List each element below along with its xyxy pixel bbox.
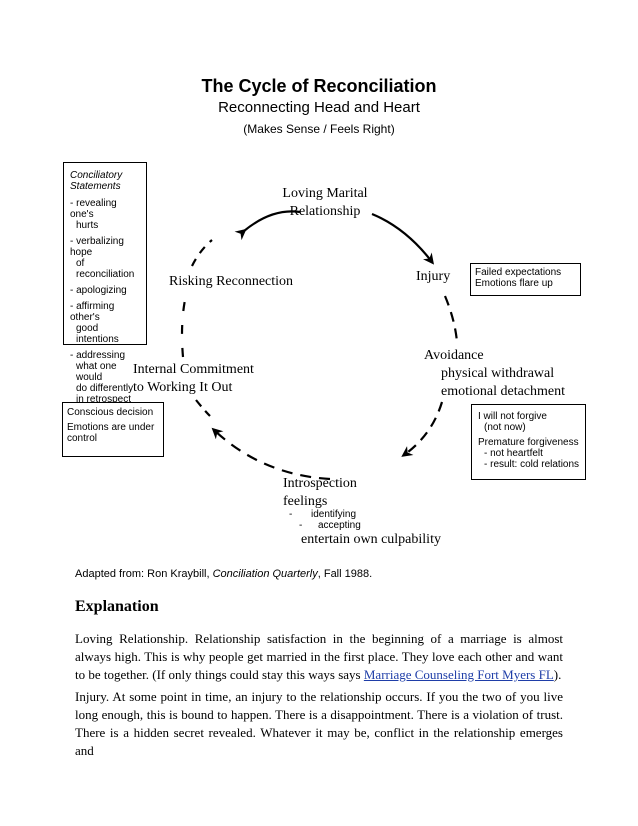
forgive-box-line: Premature forgiveness: [478, 437, 579, 448]
conscious-decision-box: Conscious decision Emotions are under co…: [62, 402, 164, 457]
stage-injury: Injury: [416, 269, 451, 284]
explanation-heading: Explanation: [75, 598, 159, 615]
attribution: Adapted from: Ron Kraybill, Conciliation…: [75, 568, 373, 580]
introspection-item: -accepting: [299, 520, 361, 531]
conciliatory-list: - revealing one's hurts - verbalizing ho…: [70, 198, 142, 405]
page-title: The Cycle of Reconciliation: [201, 76, 437, 96]
arrow-risking-upper: [191, 239, 213, 267]
stage-introspection: Introspection feelings: [283, 475, 357, 511]
arrow-internal-to-risking: [180, 294, 188, 358]
injury-box: Failed expectations Emotions flare up: [470, 263, 581, 296]
arrow-risking-to-loving: [234, 210, 301, 241]
conscious-box-line: Conscious decision: [67, 407, 154, 418]
forgiveness-box: I will not forgive (not now) Premature f…: [471, 404, 586, 480]
internal-line: to Working It Out: [133, 380, 233, 395]
conciliatory-item: - affirming other's good intentions: [70, 301, 119, 345]
stage-avoidance-title: Avoidance: [424, 348, 484, 363]
page-subtitle: Reconnecting Head and Heart: [218, 99, 420, 116]
introspection-list: -identifying -accepting: [289, 509, 361, 531]
injury-box-line: Failed expectations: [475, 267, 562, 278]
forgive-box-line: - not heartfelt: [484, 448, 543, 459]
page-subtitle-note: (Makes Sense / Feels Right): [243, 122, 395, 136]
arrow-avoidance-to-introspection: [401, 401, 444, 457]
conciliatory-item: - addressing what one would do different…: [70, 350, 134, 405]
stage-risking-reconnection: Risking Reconnection: [169, 274, 294, 289]
introspection-item: -identifying: [289, 509, 357, 520]
forgive-box-line: - result: cold relations: [484, 459, 580, 470]
conciliatory-heading: Conciliatory Statements: [70, 170, 123, 192]
arrow-loving-to-injury: [371, 212, 435, 265]
injury-box-line: Emotions flare up: [475, 278, 553, 289]
conciliatory-statements-box: Conciliatory Statements - revealing one'…: [63, 162, 147, 405]
avoidance-item: emotional detachment: [441, 384, 566, 399]
stage-loving-relationship: Loving Marital Relationship: [282, 186, 368, 219]
avoidance-item: physical withdrawal: [441, 366, 555, 381]
introspection-extra: entertain own culpability: [301, 532, 441, 547]
stage-introspection-title: Introspection: [283, 476, 357, 491]
marriage-counseling-link[interactable]: Marriage Counseling Fort Myers FL: [363, 667, 554, 682]
arrow-injury-to-avoidance: [443, 295, 459, 343]
conciliatory-item: - verbalizing hope of reconciliation: [70, 236, 135, 280]
conciliatory-item: - revealing one's hurts: [70, 198, 117, 231]
stage-internal-commitment: Internal Commitment to Working It Out: [133, 361, 254, 397]
forgive-box-line: I will not forgive: [478, 411, 547, 422]
arrow-internal-dash: [195, 399, 211, 417]
paragraph-injury: Injury. At some point in time, an injury…: [75, 689, 563, 758]
internal-line: Internal Commitment: [133, 362, 254, 377]
forgive-box-line: (not now): [484, 422, 526, 433]
paragraph-loving-relationship: Loving Relationship. Relationship satisf…: [75, 631, 563, 682]
conciliatory-item: - apologizing: [70, 285, 127, 296]
arrow-introspection-to-internal: [211, 427, 331, 481]
introspection-sub: feelings: [283, 494, 328, 509]
stage-avoidance: Avoidance physical withdrawal emotional …: [424, 347, 565, 401]
conscious-box-line: Emotions are under control: [67, 422, 155, 444]
